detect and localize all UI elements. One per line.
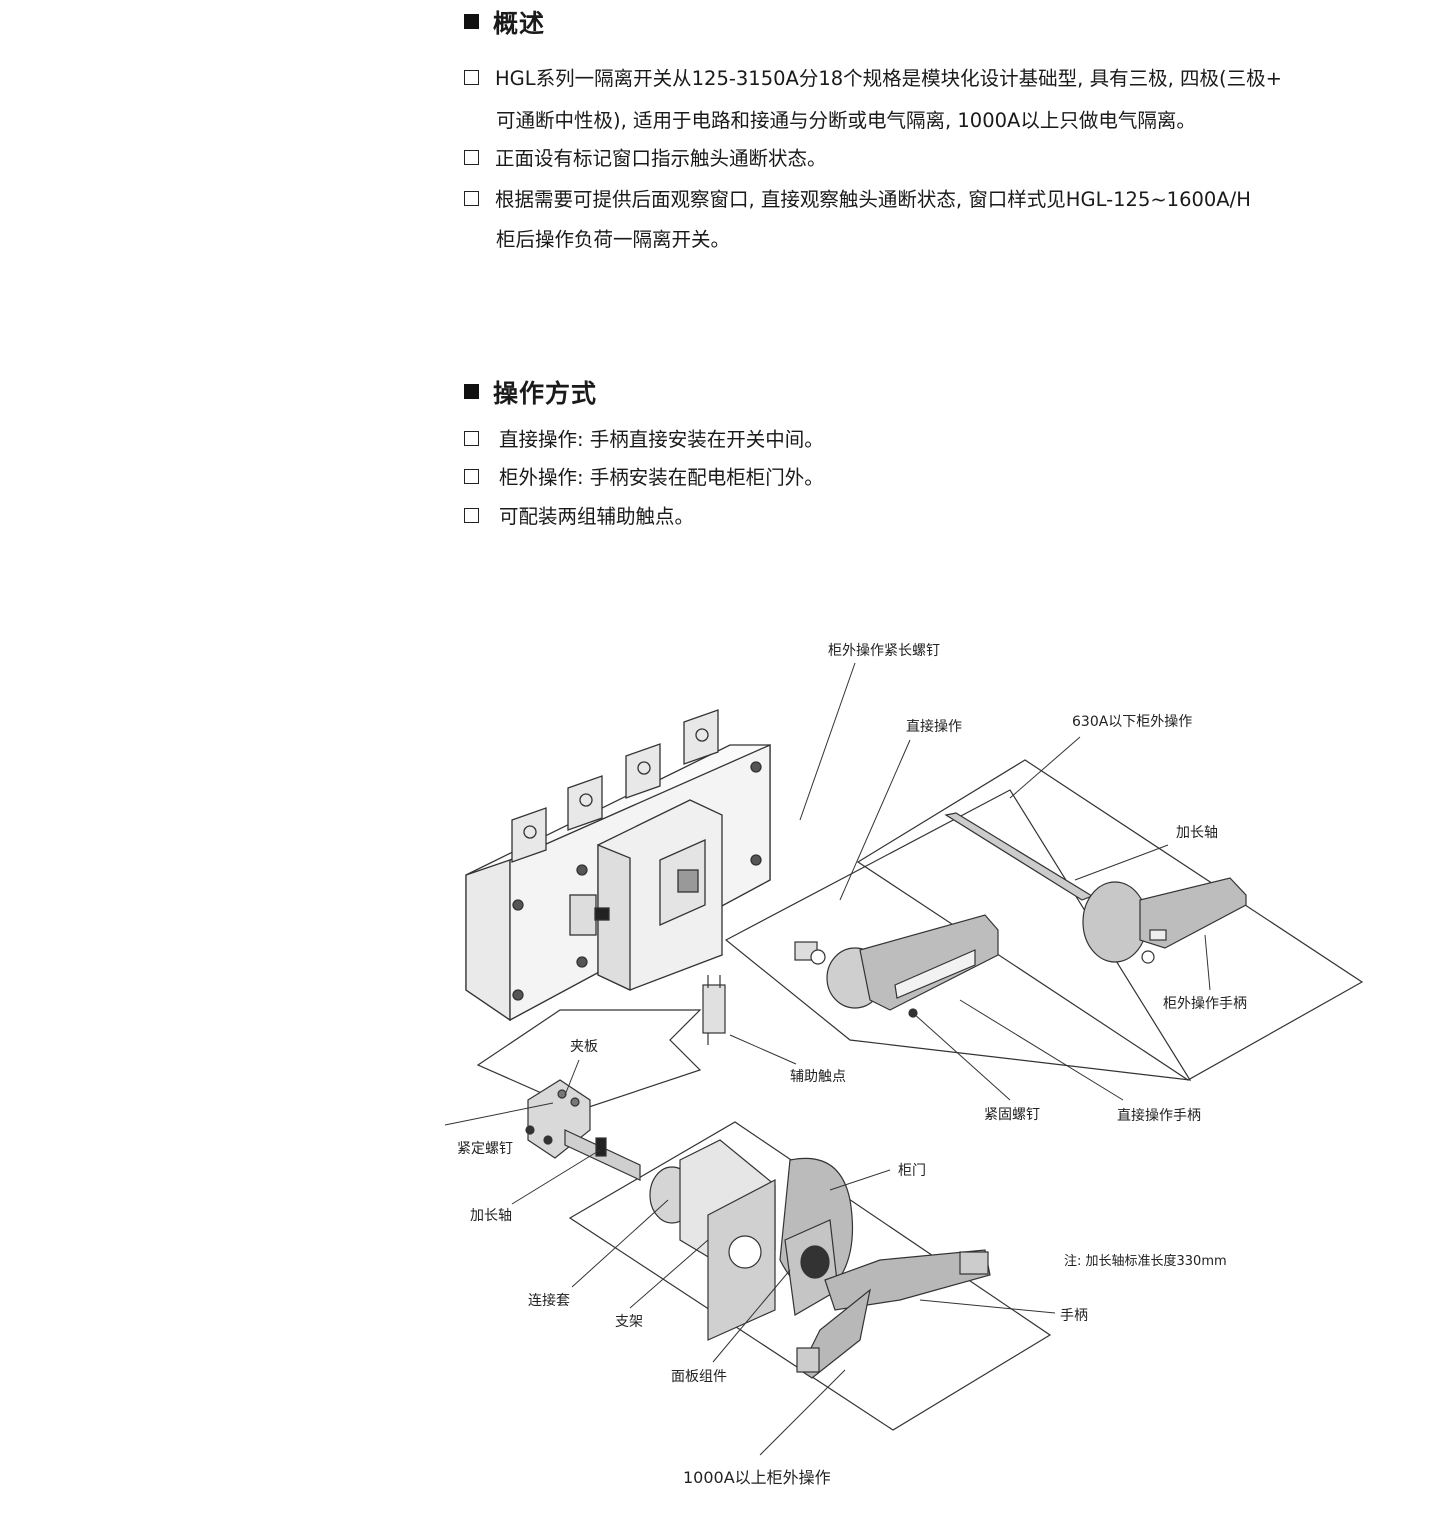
label-bracket: 支架 <box>615 1314 643 1330</box>
overview-item-3-line1: 根据需要可提供后面观察窗口, 直接观察触头通断状态, 窗口样式见HGL-125~… <box>495 188 1251 211</box>
outside-handle-part <box>1082 877 1247 964</box>
overview-item-1-line1: HGL系列一隔离开关从125-3150A分18个规格是模块化设计基础型, 具有三… <box>495 67 1282 90</box>
label-handle: 手柄 <box>1060 1308 1088 1324</box>
direct-handle-part <box>794 914 999 1018</box>
cabinet-door-assembly-part <box>649 1139 991 1379</box>
switch-body <box>465 709 771 1022</box>
label-above-1000: 1000A以上柜外操作 <box>683 1468 831 1487</box>
checkbox-icon <box>464 70 479 85</box>
overview-item-3: 根据需要可提供后面观察窗口, 直接观察触头通断状态, 窗口样式见HGL-125~… <box>464 189 1251 211</box>
operation-item-3-text: 可配装两组辅助触点。 <box>499 505 695 528</box>
leader-lines <box>444 662 1211 1456</box>
operation-item-1-text: 直接操作: 手柄直接安装在开关中间。 <box>499 428 824 451</box>
label-direct-handle: 直接操作手柄 <box>1117 1108 1201 1124</box>
square-bullet-icon <box>464 384 479 399</box>
operation-item-2-text: 柜外操作: 手柄安装在配电柜柜门外。 <box>499 466 824 489</box>
operation-title: 操作方式 <box>493 379 598 408</box>
checkbox-icon <box>464 508 479 523</box>
direct-op-plane <box>724 789 1192 1081</box>
label-fixing-screw: 紧定螺钉 <box>457 1141 513 1157</box>
overview-item-2: 正面设有标记窗口指示触头通断状态。 <box>464 148 827 170</box>
operation-item-1: 直接操作: 手柄直接安装在开关中间。 <box>464 429 824 451</box>
label-clamp-plate: 夹板 <box>570 1039 598 1055</box>
overview-item-1: HGL系列一隔离开关从125-3150A分18个规格是模块化设计基础型, 具有三… <box>464 68 1282 90</box>
overview-item-3-line2: 柜后操作负荷一隔离开关。 <box>496 228 731 251</box>
label-cabinet-door: 柜门 <box>898 1163 926 1179</box>
cabinet-op-plane <box>568 1121 1052 1431</box>
overview-heading: 概述 <box>464 4 545 40</box>
operation-heading: 操作方式 <box>464 374 597 410</box>
label-long-screw: 柜外操作紧长螺钉 <box>828 643 940 659</box>
square-bullet-icon <box>464 14 479 29</box>
extension-shaft-top-part <box>944 812 1094 901</box>
label-aux-contact: 辅助触点 <box>790 1069 846 1085</box>
checkbox-icon <box>464 150 479 165</box>
operation-item-3: 可配装两组辅助触点。 <box>464 506 694 528</box>
label-extension-shaft-top: 加长轴 <box>1176 825 1218 841</box>
checkbox-icon <box>464 469 479 484</box>
label-extension-shaft: 加长轴 <box>470 1208 512 1224</box>
operation-item-2: 柜外操作: 手柄安装在配电柜柜门外。 <box>464 467 824 489</box>
label-panel-assembly: 面板组件 <box>671 1369 727 1385</box>
label-outside-handle: 柜外操作手柄 <box>1163 996 1247 1012</box>
checkbox-icon <box>464 191 479 206</box>
checkbox-icon <box>464 431 479 446</box>
overview-item-2-line1: 正面设有标记窗口指示触头通断状态。 <box>495 147 827 170</box>
label-note: 注: 加长轴标准长度330mm <box>1064 1254 1227 1269</box>
overview-title: 概述 <box>493 9 546 38</box>
overview-item-1-line2: 可通断中性极), 适用于电路和接通与分断或电气隔离, 1000A以上只做电气隔离… <box>496 109 1196 132</box>
label-coupling: 连接套 <box>528 1293 570 1309</box>
aux-plane <box>476 1009 702 1111</box>
aux-contact-part <box>702 975 726 1045</box>
label-set-screw: 紧固螺钉 <box>984 1107 1040 1123</box>
label-direct-op: 直接操作 <box>906 719 962 735</box>
label-below-630: 630A以下柜外操作 <box>1072 714 1193 730</box>
clamp-assembly-part <box>525 1079 641 1181</box>
outside-op-plane <box>856 759 1364 1081</box>
